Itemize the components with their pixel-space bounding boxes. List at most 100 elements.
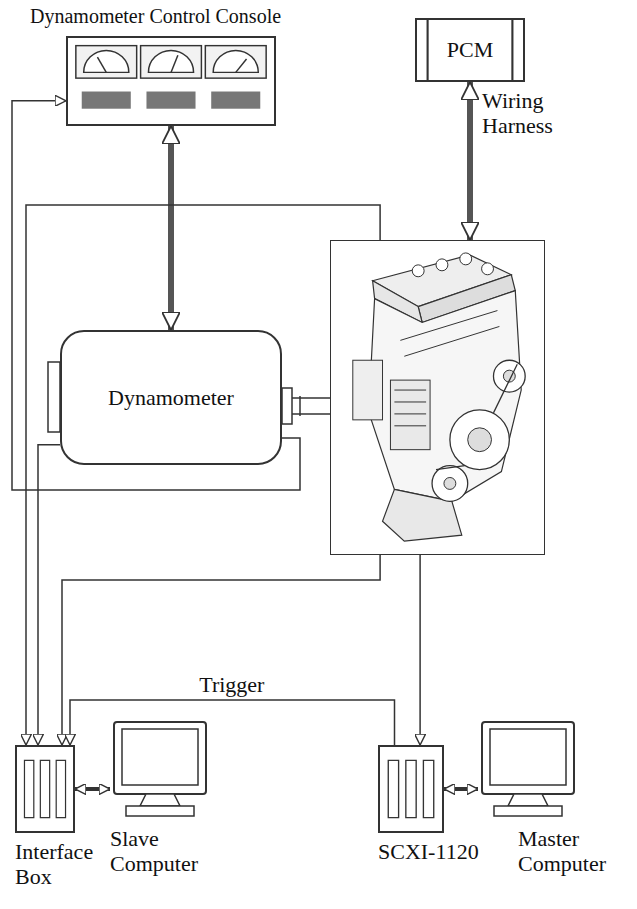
drawing-part [84,50,129,72]
drawing-part [423,760,433,817]
drawing-part [213,50,258,72]
console-drawing [68,38,274,124]
drawing-part [171,55,178,72]
drawing-part [394,390,426,391]
node-shape [478,720,578,820]
node-box: Dynamometer [60,330,282,465]
drawing-part [460,253,472,265]
drawing-part [412,265,424,277]
node-caption: Master Computer [518,826,628,877]
drawing-part [76,46,137,78]
connector [470,82,471,240]
drawing-part [468,428,492,452]
drawing-part [40,760,49,817]
node-caption: Interface Box [15,839,105,890]
connector-line [12,101,300,490]
drawing-part [126,806,194,816]
monitor-drawing [110,720,210,820]
connector [62,555,380,745]
node-label: PCM [447,37,493,62]
connector [38,445,60,745]
drawing-part [122,729,198,785]
connector-line [38,445,60,745]
drawing-part [432,466,468,502]
drawing-part [353,360,383,420]
drawing-part [444,477,456,489]
node-box [330,240,545,555]
dyno-flange [282,388,292,424]
drawing-part [482,722,574,794]
node-shape [15,745,75,833]
drawing-part [404,326,499,356]
node-shape: PCM [415,18,525,82]
drawing-part [436,364,517,469]
drawing-part [427,20,429,80]
drawing-part [388,760,398,817]
shaft [292,397,330,399]
drawing-part [205,46,266,78]
edge-label: Wiring Harness [480,88,574,139]
dyno-end-plate [48,362,60,432]
drawing-part [24,760,33,817]
drawing-part [369,291,522,502]
node-box: Interface Box [15,745,105,890]
connector-line [62,555,380,745]
shaft-coupling [299,396,301,416]
drawing-part [394,413,426,414]
connector [171,126,172,330]
connector-line [419,555,421,745]
drawing-part [394,401,426,402]
drawing-part [511,20,513,80]
node-label: Dynamometer [108,385,234,410]
drawing-part [141,46,202,78]
drawing-part [450,410,509,470]
drawing-part [56,760,65,817]
drawing-part [390,380,430,450]
node-shape: Dynamometer [60,330,282,465]
drawing-part [236,59,247,72]
connector-line [467,82,473,240]
rack-drawing [380,747,442,831]
drawing-part [493,360,525,392]
edge-label: Trigger [197,672,266,697]
shaft [292,413,330,415]
drawing-part [394,425,426,426]
node-box: Dynamometer Control Console [66,5,281,126]
drawing-part [148,50,193,72]
drawing-part [490,729,566,785]
drawing-part [494,806,562,816]
drawing-part [508,794,548,806]
engine-drawing [331,241,544,554]
node-shape [378,745,444,833]
node-box: PCM [415,18,525,82]
node-inner: PCM [417,20,523,80]
node-caption: SCXI-1120 [378,839,498,864]
node-box: Master Computer [478,720,628,877]
drawing-part [82,92,131,109]
node-heading: Dynamometer Control Console [30,5,281,28]
connector-line [26,205,380,745]
drawing-part [406,760,416,817]
node-shape [110,720,210,820]
connector [444,789,478,790]
node-inner: Dynamometer [62,332,280,463]
node-shape [66,36,276,126]
drawing-part [97,57,106,72]
node-box: Slave Computer [110,720,220,877]
drawing-part [114,722,206,794]
rack-drawing [17,747,73,831]
drawing-part [436,259,448,271]
connector-line [168,126,174,330]
monitor-drawing [478,720,578,820]
connector-line [75,787,110,791]
connector [75,789,110,790]
drawing-part [400,311,497,341]
drawing-part [146,92,195,109]
drawing-part [482,263,494,275]
connector-line [444,787,478,791]
node-caption: Slave Computer [110,826,220,877]
connector [12,101,300,490]
drawing-part [140,794,180,806]
connector [26,205,380,745]
